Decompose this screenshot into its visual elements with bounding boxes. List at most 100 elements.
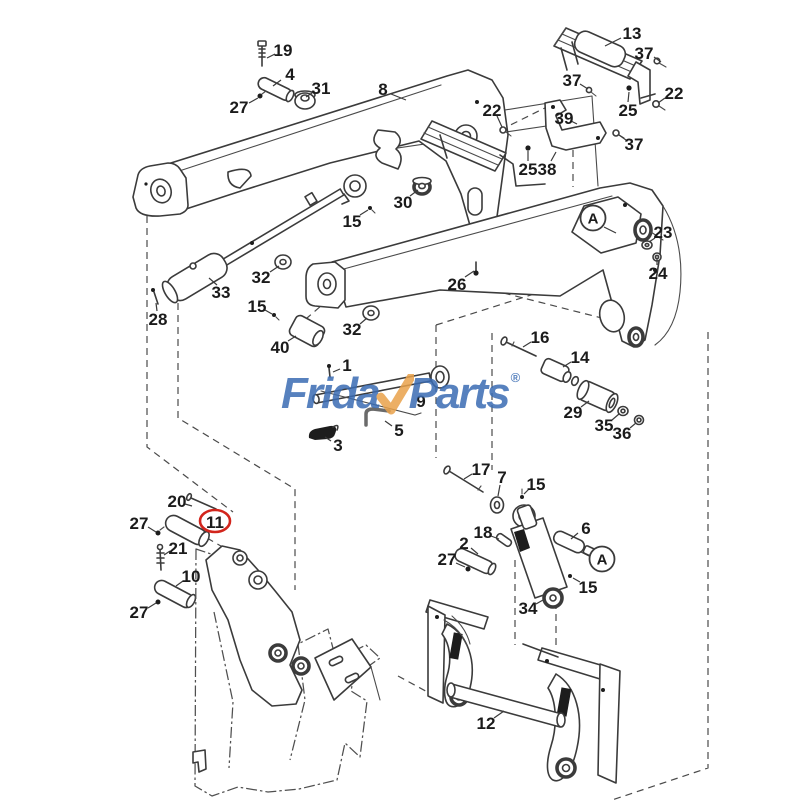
callout-label-15: 15 (527, 475, 546, 494)
callout-27: 27 (438, 550, 466, 569)
callout-label-29: 29 (564, 403, 583, 422)
callout-14: 14 (562, 348, 590, 368)
step-assembly-38-39 (420, 86, 625, 187)
callout-3: 3 (324, 436, 343, 455)
callout-label-15: 15 (343, 212, 362, 231)
callout-11: 11 (198, 508, 232, 534)
callout-38: 38 (538, 151, 557, 179)
callout-27: 27 (130, 602, 157, 622)
callout-label-1: 1 (342, 356, 351, 375)
callout-label-24: 24 (649, 264, 668, 283)
callout-label-26: 26 (448, 275, 467, 294)
callout-label-35: 35 (595, 416, 614, 435)
callout-label-16: 16 (531, 328, 550, 347)
callout-25: 25 (619, 91, 637, 120)
callout-leader-line (384, 420, 393, 427)
callout-37: 37 (618, 134, 644, 154)
callout-leader-line (490, 535, 500, 540)
callout-leader-line (184, 503, 193, 507)
callout-label-4: 4 (285, 65, 295, 84)
callout-leader-line (580, 400, 590, 408)
callout-label-21: 21 (169, 539, 188, 558)
callout-label-27: 27 (130, 514, 149, 533)
callout-label-36: 36 (613, 424, 632, 443)
callout-15: 15 (572, 577, 598, 597)
callout-36: 36 (613, 422, 637, 443)
callout-leader-line (653, 56, 662, 63)
badge-circle (579, 204, 607, 232)
callout-label-38: 38 (538, 160, 557, 179)
callout-22: 22 (483, 101, 503, 128)
callout-27: 27 (130, 514, 157, 533)
badge-label: A (588, 211, 599, 228)
callout-10: 10 (175, 567, 200, 587)
callout-label-15: 15 (248, 297, 267, 316)
pivot-pin-bushings (500, 336, 645, 426)
callout-20: 20 (168, 492, 193, 511)
callout-leader-line (155, 302, 158, 312)
callout-25: 25 (519, 151, 537, 179)
callout-label-34: 34 (519, 599, 538, 618)
callout-label-40: 40 (271, 338, 290, 357)
callout-32: 32 (252, 265, 280, 287)
callout-leader-line (535, 599, 544, 605)
callout-label-30: 30 (394, 193, 413, 212)
callout-22: 22 (657, 84, 683, 104)
callout-18: 18 (474, 523, 500, 542)
callout-27: 27 (230, 97, 259, 117)
callout-label-11: 11 (206, 513, 224, 532)
callout-37: 37 (635, 44, 662, 63)
callout-leader-line (470, 547, 479, 555)
callout-label-15: 15 (579, 578, 598, 597)
callout-21: 21 (163, 539, 188, 558)
callout-label-8: 8 (378, 80, 387, 99)
callout-5: 5 (384, 420, 404, 440)
callout-leader-line (272, 79, 282, 87)
callout-leader-line (359, 209, 369, 216)
callout-leader-line (390, 93, 407, 101)
callout-leader-line (248, 97, 259, 104)
callout-8: 8 (378, 80, 407, 101)
callout-leader-line (580, 551, 590, 557)
pin-group-top (257, 40, 316, 110)
callout-6: 6 (570, 519, 591, 540)
callout-28: 28 (149, 302, 167, 329)
callout-leader-line (359, 317, 368, 325)
callout-leader-line (269, 265, 280, 273)
callout-leader-line (496, 115, 503, 128)
bobtach-assembly-12 (425, 599, 621, 784)
callout-leader-line (627, 91, 630, 103)
callout-37: 37 (563, 71, 589, 90)
callout-7: 7 (497, 468, 507, 497)
callout-17: 17 (463, 460, 491, 480)
callout-leader-line (657, 97, 666, 104)
callout-16: 16 (522, 328, 550, 348)
callout-26: 26 (448, 270, 475, 294)
callout-label-6: 6 (581, 519, 590, 538)
callout-9: 9 (416, 392, 425, 411)
callout-label-23: 23 (654, 223, 673, 242)
callout-12: 12 (477, 710, 505, 733)
callout-leader-line (463, 473, 473, 480)
callout-label-32: 32 (252, 268, 271, 287)
callout-label-17: 17 (472, 460, 491, 479)
callout-4: 4 (272, 65, 295, 87)
callout-leader-line (618, 134, 627, 141)
callout-leader-line (264, 309, 273, 315)
callout-label-37: 37 (635, 44, 654, 63)
callout-label-27: 27 (130, 603, 149, 622)
callout-23: 23 (648, 223, 673, 243)
callout-15: 15 (343, 209, 369, 231)
callout-35: 35 (595, 413, 620, 435)
step-assembly-13 (553, 27, 667, 111)
callout-label-27: 27 (230, 98, 249, 117)
callout-leader-line (579, 83, 589, 90)
callout-leader-line (611, 413, 620, 421)
callout-label-5: 5 (394, 421, 403, 440)
loader-frame-phantom (192, 545, 381, 797)
callout-label-37: 37 (625, 135, 644, 154)
callout-13: 13 (604, 24, 641, 47)
